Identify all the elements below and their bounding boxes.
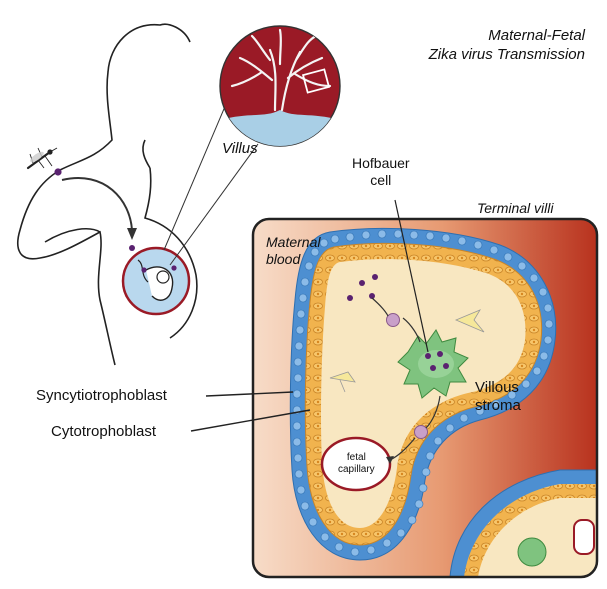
terminal-villi-label: Terminal villi <box>477 200 554 216</box>
cytotrophoblast-label: Cytotrophoblast <box>51 423 157 440</box>
mother-belly-outline <box>144 167 198 339</box>
maternal-blood-label: Maternal blood <box>266 234 321 267</box>
diagram-title-line1: Maternal-Fetal <box>488 27 585 44</box>
capillary-small <box>573 519 595 555</box>
hofbauer-pointer <box>394 199 429 353</box>
mother-silhouette <box>16 23 191 366</box>
virus-stroma-2 <box>414 425 428 439</box>
villous-stroma-label: Villous stroma <box>475 379 521 414</box>
fibroblast-1 <box>329 371 356 393</box>
hofbauer-cell-small <box>517 537 547 567</box>
arrow-to-hofbauer <box>402 317 421 343</box>
arrow-to-stroma <box>371 297 389 317</box>
virus-trophoblast-4 <box>372 274 378 280</box>
virus-trophoblast-1 <box>359 280 365 286</box>
arrow-to-virus2 <box>425 395 441 429</box>
transmission-arrowhead <box>127 228 137 240</box>
virus-particle-skin <box>54 168 62 176</box>
terminal-villi-frame <box>251 217 599 579</box>
zoom-line-bottom <box>169 143 259 266</box>
syncytiotrophoblast-label: Syncytiotrophoblast <box>36 387 167 404</box>
fibroblast-2 <box>454 309 485 333</box>
villus-inset <box>219 25 341 147</box>
uterus-with-fetus <box>121 245 191 316</box>
virus-trophoblast-2 <box>347 295 353 301</box>
hofbauer-cell-label: Hofbauer cell <box>352 155 410 188</box>
terminal-villi-panel <box>253 219 597 577</box>
virus-stroma-1 <box>386 313 400 327</box>
cytotrophoblast-pointer <box>190 409 311 432</box>
hofbauer-cell <box>397 329 469 399</box>
villus-label: Villus <box>222 140 258 157</box>
mother-arm-outline <box>44 228 101 243</box>
fetal-capillary-label: fetal capillary <box>338 452 375 475</box>
virus-trophoblast-3 <box>369 293 375 299</box>
diagram-title-line2: Zika virus Transmission <box>428 46 585 63</box>
syncytiotrophoblast-pointer <box>205 391 294 397</box>
transmission-arrow <box>61 177 133 231</box>
mosquito-icon <box>26 147 58 170</box>
mother-back-outline <box>142 139 151 169</box>
